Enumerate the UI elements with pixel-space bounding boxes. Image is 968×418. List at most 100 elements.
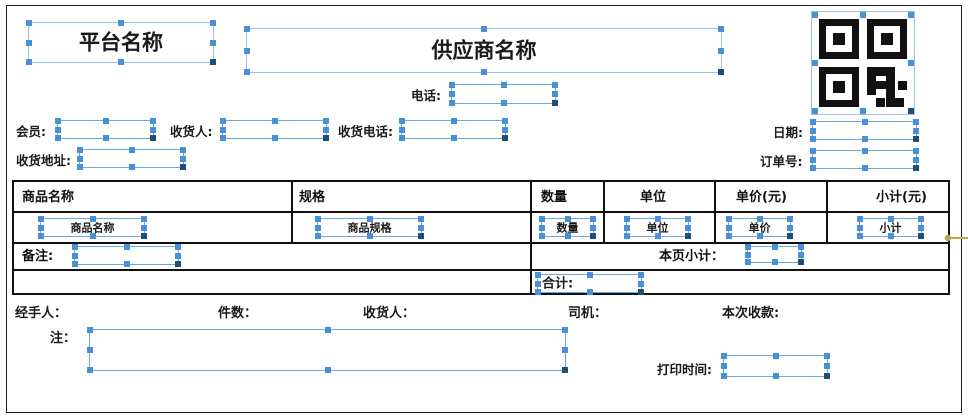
handle-top-right[interactable] — [180, 147, 186, 153]
cell-field-spec[interactable]: 商品规格 — [315, 216, 424, 239]
handle-top-center[interactable] — [324, 327, 331, 333]
handle-top-left[interactable] — [535, 272, 541, 278]
handle-mid-right[interactable] — [418, 224, 424, 231]
handle-bottom-right[interactable] — [141, 233, 147, 239]
handle-bottom-right[interactable] — [638, 289, 644, 295]
handle-top-right[interactable] — [210, 20, 216, 26]
order-no-field[interactable] — [810, 148, 919, 171]
handle-top-right[interactable] — [590, 216, 596, 222]
handle-mid-left[interactable] — [721, 363, 727, 369]
handle-bottom-right[interactable] — [913, 165, 919, 171]
handle-top-left[interactable] — [721, 353, 727, 359]
handle-bottom-left[interactable] — [449, 100, 455, 106]
handle-bottom-center[interactable] — [756, 233, 763, 239]
handle-bottom-right[interactable] — [718, 69, 724, 75]
handle-mid-right[interactable] — [918, 224, 924, 231]
handle-bottom-right[interactable] — [552, 100, 558, 106]
address-field[interactable] — [77, 147, 186, 170]
handle-top-left[interactable] — [399, 118, 405, 124]
handle-bottom-center[interactable] — [324, 367, 331, 373]
handle-top-center[interactable] — [861, 119, 868, 125]
handle-top-center[interactable] — [772, 353, 779, 359]
cell-field-subtotal[interactable]: 小计 — [857, 216, 924, 239]
handle-bottom-left[interactable] — [244, 69, 250, 75]
handle-bottom-center[interactable] — [450, 135, 457, 141]
handle-top-left[interactable] — [77, 147, 83, 153]
handle-bottom-right[interactable] — [685, 233, 691, 239]
handle-top-center[interactable] — [481, 26, 487, 32]
handle-mid-left[interactable] — [810, 156, 816, 163]
handle-top-center[interactable] — [586, 272, 593, 278]
handle-bottom-right[interactable] — [913, 136, 919, 142]
handle-mid-right[interactable] — [913, 127, 919, 134]
handle-mid-right[interactable] — [210, 39, 216, 46]
handle-top-left[interactable] — [812, 12, 818, 18]
handle-bottom-left[interactable] — [399, 135, 405, 141]
handle-top-left[interactable] — [726, 216, 732, 222]
handle-mid-right[interactable] — [175, 252, 181, 259]
handle-top-right[interactable] — [913, 119, 919, 125]
handle-bottom-center[interactable] — [861, 136, 868, 142]
remark-field[interactable] — [72, 244, 181, 267]
handle-bottom-center[interactable] — [772, 373, 779, 379]
handle-mid-left[interactable] — [812, 60, 818, 66]
handle-mid-left[interactable] — [315, 224, 321, 231]
handle-bottom-left[interactable] — [810, 136, 816, 142]
handle-bottom-left[interactable] — [87, 367, 93, 373]
handle-bottom-left[interactable] — [539, 233, 545, 239]
handle-top-center[interactable] — [500, 82, 507, 88]
handle-bottom-left[interactable] — [810, 165, 816, 171]
handle-mid-left[interactable] — [38, 224, 44, 231]
handle-bottom-left[interactable] — [857, 233, 863, 239]
handle-mid-right[interactable] — [323, 126, 329, 133]
handle-mid-right[interactable] — [150, 126, 156, 133]
handle-bottom-left[interactable] — [26, 59, 32, 65]
handle-top-left[interactable] — [38, 216, 44, 222]
handle-top-center[interactable] — [654, 216, 661, 222]
handle-mid-right[interactable] — [798, 251, 804, 258]
handle-top-center[interactable] — [102, 118, 109, 124]
handle-mid-left[interactable] — [77, 155, 83, 162]
handle-top-right[interactable] — [824, 353, 830, 359]
handle-top-right[interactable] — [418, 216, 424, 222]
handle-top-center[interactable] — [771, 244, 778, 250]
handle-top-right[interactable] — [502, 118, 508, 124]
handle-bottom-left[interactable] — [726, 233, 732, 239]
handle-mid-left[interactable] — [745, 251, 751, 258]
handle-mid-left[interactable] — [449, 91, 455, 97]
handle-mid-right[interactable] — [562, 347, 568, 353]
cell-field-unit[interactable]: 单位 — [624, 216, 691, 239]
handle-top-center[interactable] — [118, 20, 124, 26]
handle-mid-right[interactable] — [824, 363, 830, 369]
handle-top-left[interactable] — [26, 20, 32, 26]
handle-bottom-center[interactable] — [887, 233, 894, 239]
handle-top-center[interactable] — [860, 12, 866, 18]
column-resize-marker[interactable] — [944, 228, 968, 247]
handle-top-center[interactable] — [450, 118, 457, 124]
handle-top-right[interactable] — [150, 118, 156, 124]
handle-bottom-right[interactable] — [210, 59, 216, 65]
note-field[interactable] — [87, 327, 568, 373]
handle-top-left[interactable] — [72, 244, 78, 250]
handle-bottom-center[interactable] — [654, 233, 661, 239]
supplier-name-field[interactable]: 供应商名称 — [244, 26, 724, 75]
handle-bottom-right[interactable] — [175, 261, 181, 267]
handle-top-center[interactable] — [128, 147, 135, 153]
handle-bottom-right[interactable] — [323, 135, 329, 141]
handle-mid-left[interactable] — [220, 126, 226, 133]
handle-mid-left[interactable] — [810, 127, 816, 134]
handle-top-center[interactable] — [89, 216, 96, 222]
handle-bottom-left[interactable] — [721, 373, 727, 379]
handle-mid-right[interactable] — [552, 91, 558, 97]
handle-bottom-right[interactable] — [787, 233, 793, 239]
print-time-field[interactable] — [721, 353, 830, 379]
handle-top-center[interactable] — [366, 216, 373, 222]
handle-bottom-center[interactable] — [860, 108, 866, 114]
handle-top-left[interactable] — [624, 216, 630, 222]
handle-bottom-right[interactable] — [150, 135, 156, 141]
date-field[interactable] — [810, 119, 919, 142]
handle-bottom-right[interactable] — [824, 373, 830, 379]
handle-bottom-center[interactable] — [89, 233, 96, 239]
cell-field-product-name[interactable]: 商品名称 — [38, 216, 147, 239]
handle-mid-left[interactable] — [26, 39, 32, 46]
